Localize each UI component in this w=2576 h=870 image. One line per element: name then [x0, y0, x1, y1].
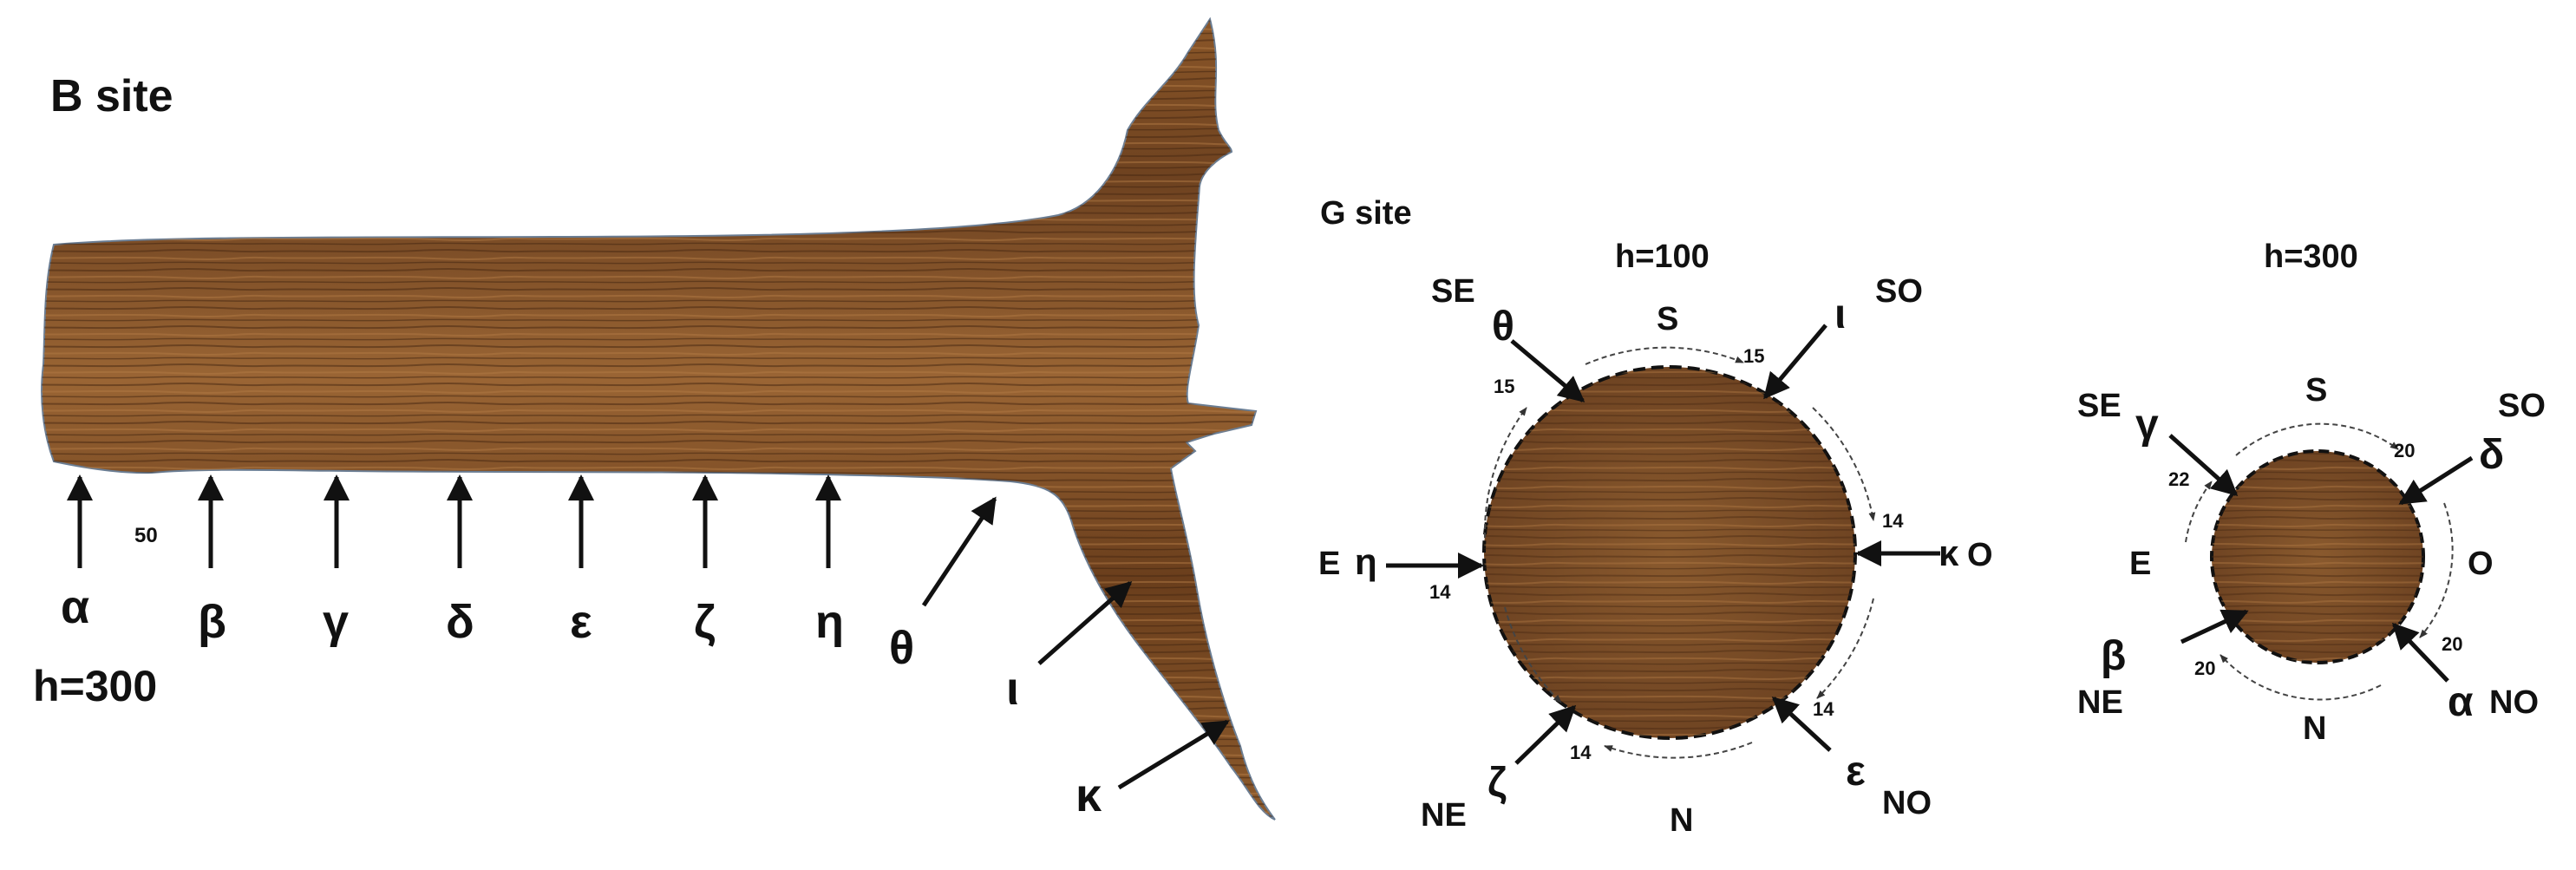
h300-label-gamma: γ: [2135, 402, 2159, 448]
label-alpha: α: [61, 581, 89, 633]
label-eta: η: [815, 596, 844, 648]
h300-arc-left-top: 22: [2168, 468, 2189, 490]
h100-label-iota: ι: [1834, 291, 1846, 337]
h100-label-theta: θ: [1492, 304, 1514, 350]
h300-dir-n: N: [2303, 710, 2326, 747]
label-theta: θ: [889, 622, 914, 674]
label-delta: δ: [446, 596, 474, 648]
h100-dir-e: E: [1318, 546, 1340, 582]
h300-dir-so: SO: [2498, 388, 2546, 424]
arrow-kappa: [1117, 719, 1230, 790]
h100-arc-left-bottom: 14: [1429, 581, 1451, 603]
h100-arc-top: 15: [1743, 345, 1764, 367]
g-site-title: G site: [1320, 195, 1412, 232]
b-site-title: B site: [50, 71, 173, 121]
arrow-theta: [921, 496, 997, 607]
b-site-log: [41, 16, 1276, 821]
h100-dir-no: NO: [1882, 785, 1932, 821]
h100-dir-ne: NE: [1421, 797, 1467, 834]
label-beta: β: [198, 596, 226, 648]
h100-arc-right-top: 14: [1882, 510, 1904, 532]
h100-label-epsilon: ε: [1846, 749, 1866, 795]
h300-arrow-beta: [2180, 609, 2249, 644]
h300-height-label: h=300: [2264, 239, 2358, 275]
arrow-iota: [1037, 581, 1133, 665]
g-h300-compass: h=300 20 22 20 20 S SE SO E O NE: [2077, 239, 2546, 747]
h300-arrow-delta: [2398, 455, 2474, 506]
h100-label-kappa: κ: [1939, 533, 1959, 573]
h100-height-label: h=100: [1615, 239, 1710, 275]
h100-arrow-zeta: [1514, 704, 1577, 765]
h300-arc-right: 20: [2442, 633, 2462, 655]
h100-dir-n: N: [1670, 802, 1693, 839]
label-gamma: γ: [323, 596, 349, 648]
h300-arrow-alpha: [2391, 622, 2449, 683]
b-site-panel: B site α β γ δ ε ζ η θ ι κ 50 h=300: [33, 16, 1276, 821]
h300-label-delta: δ: [2479, 432, 2504, 478]
h100-label-zeta: ζ: [1487, 760, 1507, 806]
h100-arrow-epsilon: [1771, 696, 1832, 752]
h100-arc-left-top: 15: [1494, 376, 1514, 397]
label-epsilon: ε: [570, 596, 592, 648]
h100-arc-right-bottom: 14: [1813, 698, 1834, 720]
h300-dir-o: O: [2468, 546, 2494, 582]
label-iota: ι: [1006, 663, 1019, 715]
h300-arc-top: 20: [2394, 440, 2415, 461]
h100-dir-s: S: [1657, 301, 1678, 337]
h300-label-alpha: α: [2448, 679, 2474, 725]
h100-dir-se: SE: [1431, 273, 1475, 310]
h100-arc-bottom: 14: [1570, 742, 1592, 763]
g-h100-compass: h=100 15 15 14 14 14 14 S: [1318, 239, 1993, 839]
label-zeta: ζ: [694, 596, 716, 648]
h300-label-beta: β: [2101, 633, 2126, 679]
h100-label-eta: η: [1355, 541, 1377, 582]
h100-dir-so: SO: [1875, 273, 1923, 310]
h300-arc-left-bottom: 20: [2194, 657, 2215, 679]
h100-arrow-theta: [1510, 339, 1585, 402]
h300-arrow-gamma: [2168, 434, 2239, 497]
h300-dir-no: NO: [2489, 684, 2539, 721]
spacing-label: 50: [134, 524, 158, 547]
h100-arrow-iota: [1763, 324, 1827, 400]
h300-dir-s: S: [2305, 372, 2327, 409]
g-site-panel: G site h=100 15 15 14 14 14 14: [1318, 195, 2546, 839]
b-height-label: h=300: [33, 662, 157, 710]
label-kappa: κ: [1076, 769, 1102, 821]
h300-dir-e: E: [2129, 546, 2151, 582]
h100-dir-o: O: [1967, 537, 1993, 573]
h300-dir-se: SE: [2077, 388, 2122, 424]
h300-dir-ne: NE: [2077, 684, 2123, 721]
